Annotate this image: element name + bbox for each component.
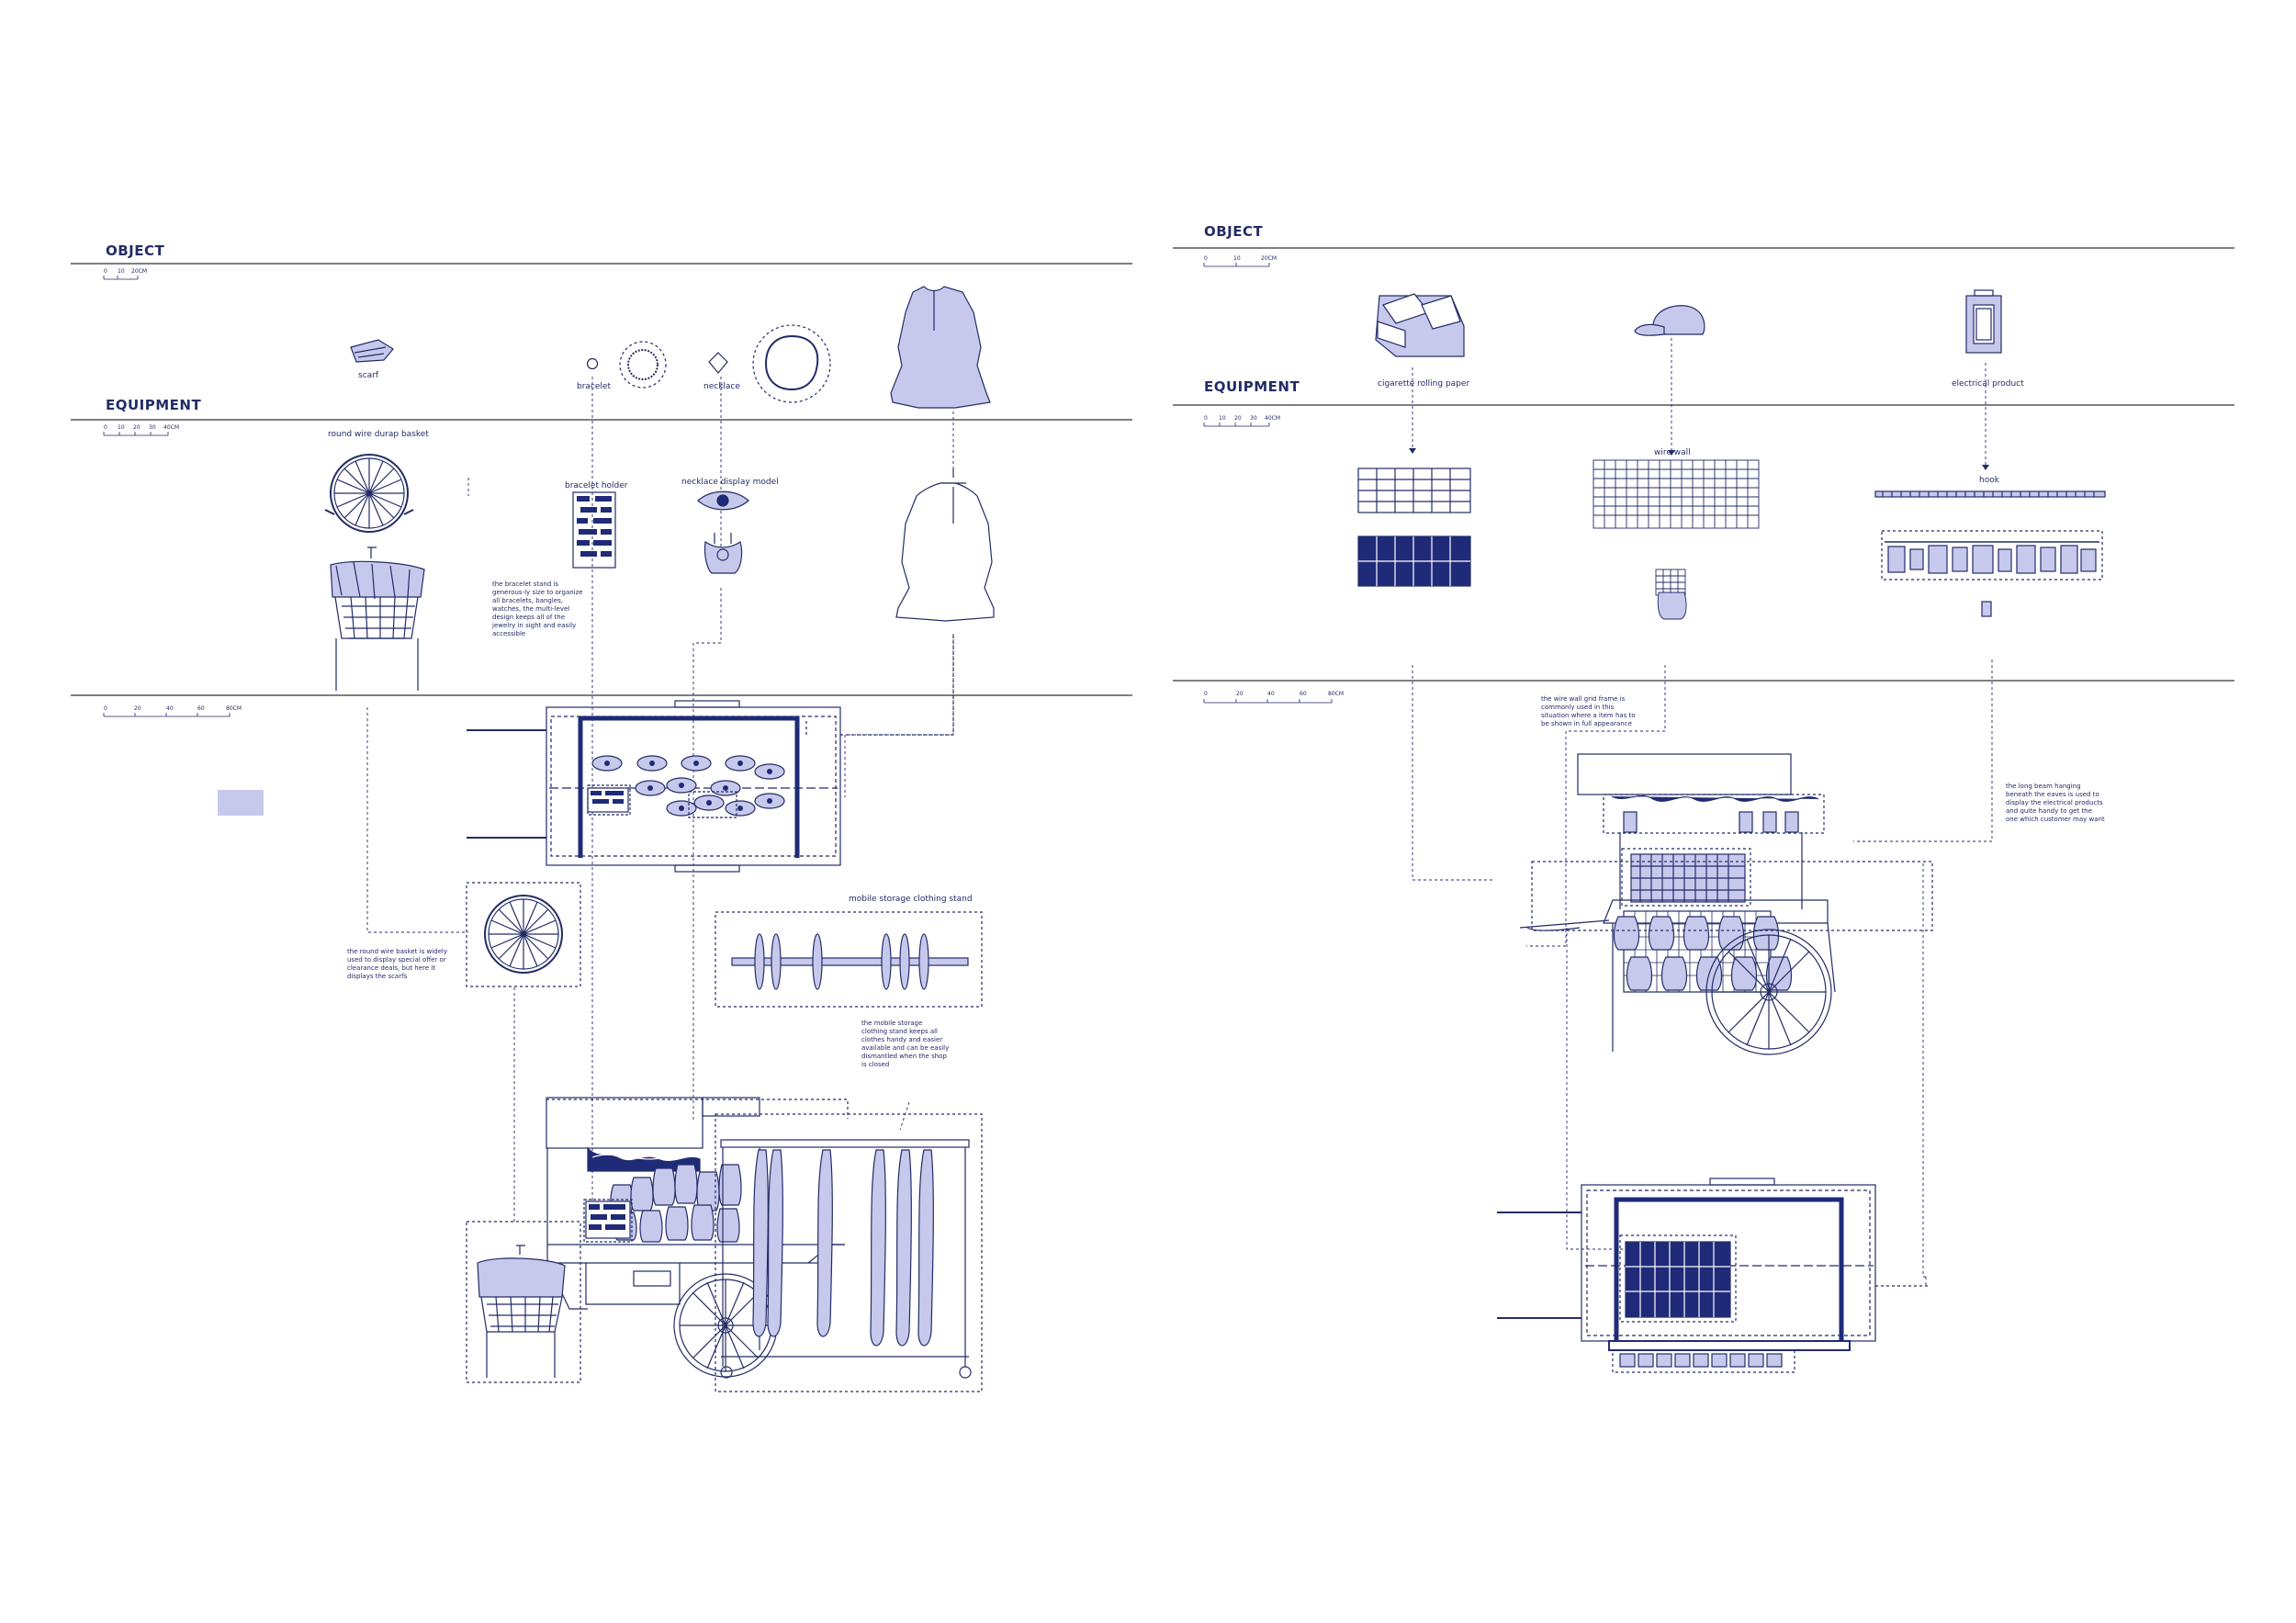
left-scale-plan-4: 80CM — [226, 705, 242, 712]
right-scale-eq-4: 40CM — [1265, 415, 1281, 422]
cigarette-paper-icon — [1375, 293, 1465, 357]
bracelet-holder-icon — [572, 491, 616, 569]
right-scale-plan-0: 0 — [1204, 691, 1208, 697]
necklace-model-icon — [697, 490, 749, 574]
left-scale-object-0: 0 — [104, 268, 107, 275]
wire-basket-top-icon — [324, 454, 414, 533]
left-scale-eq-4: 40CM — [163, 424, 180, 431]
label-clothing-stand: mobile storage clothing stand — [849, 895, 973, 904]
right-scale-plan-4: 80CM — [1328, 691, 1345, 697]
left-scale-plan-3: 60 — [197, 705, 205, 712]
left-scale-eq-3: 30 — [149, 424, 156, 431]
right-scale-eq-1: 10 — [1219, 415, 1226, 422]
label-necklace: necklace — [703, 382, 740, 391]
label-scarf: scarf — [358, 371, 379, 380]
hook-bar-icon — [1874, 490, 2106, 617]
left-scale-eq-0: 0 — [104, 424, 107, 431]
scarf-icon — [350, 339, 394, 363]
dress-icon — [890, 286, 991, 409]
note-stand: the mobile storage clothing stand keeps … — [861, 1020, 950, 1068]
basket-top-view-box — [466, 882, 581, 987]
note-basket: the round wire basket is widely used to … — [347, 948, 447, 980]
bracelet-icon — [586, 341, 667, 389]
label-rolling-paper: cigarette rolling paper — [1378, 379, 1470, 389]
left-scale-object-2: 20CM — [131, 268, 148, 275]
left-cart-plan — [467, 634, 954, 873]
right-divider-lines — [1173, 247, 2234, 682]
left-scale-bars — [103, 276, 231, 717]
basket-with-scarves-icon — [330, 547, 425, 691]
label-bracelet-holder: bracelet holder — [565, 481, 628, 490]
note-bracelet: the bracelet stand is generous-ly size t… — [492, 580, 583, 637]
clothing-stand-top-view — [715, 911, 983, 1008]
right-scale-eq-0: 0 — [1204, 415, 1208, 422]
left-connector-lines — [366, 377, 954, 1222]
left-scale-plan-1: 20 — [134, 705, 141, 712]
right-object-heading: OBJECT — [1204, 223, 1264, 240]
note-hook: the long beam hanging beneath the eaves … — [2006, 783, 2105, 823]
note-wire-wall: the wire wall grid frame is commonly use… — [1541, 695, 1636, 727]
cap-icon — [1634, 305, 1705, 336]
right-cart-elevation — [1519, 753, 1933, 1055]
left-scale-object-1: 10 — [118, 268, 125, 275]
right-cart-plan — [1497, 1178, 1928, 1373]
label-necklace-model: necklace display model — [681, 478, 779, 487]
left-scale-plan-2: 40 — [166, 705, 174, 712]
dress-on-hanger-icon — [895, 468, 995, 622]
right-scale-bars — [1203, 263, 1333, 704]
label-electrical: electrical product — [1952, 379, 2024, 389]
label-hook: hook — [1979, 476, 1999, 485]
left-cart-elevation — [546, 1097, 849, 1378]
basket-elevation-box — [466, 1221, 581, 1383]
cigarette-grid-icon — [1357, 468, 1471, 587]
right-scale-eq-2: 20 — [1234, 415, 1242, 422]
right-scale-object-0: 0 — [1204, 255, 1208, 262]
right-scale-object-1: 10 — [1233, 255, 1241, 262]
left-scale-eq-1: 10 — [118, 424, 125, 431]
wire-wall-grid-icon — [1593, 459, 1760, 620]
clothing-stand-elevation — [715, 1113, 983, 1392]
electrical-product-icon — [1965, 289, 2002, 354]
left-divider-lines — [71, 263, 1132, 696]
right-scale-plan-3: 60 — [1300, 691, 1307, 697]
left-equipment-heading: EQUIPMENT — [106, 397, 202, 413]
right-scale-eq-3: 30 — [1250, 415, 1257, 422]
right-scale-plan-1: 20 — [1236, 691, 1244, 697]
label-basket: round wire durap basket — [328, 430, 429, 439]
left-scale-plan-0: 0 — [104, 705, 107, 712]
legend-swatch — [218, 790, 264, 816]
right-equipment-heading: EQUIPMENT — [1204, 378, 1300, 395]
right-scale-plan-2: 40 — [1267, 691, 1275, 697]
left-object-heading: OBJECT — [106, 242, 165, 259]
left-scale-eq-2: 20 — [133, 424, 141, 431]
right-scale-object-2: 20CM — [1261, 255, 1277, 262]
right-connector-lines — [1412, 338, 1993, 1286]
right-connector-arrows — [1409, 448, 1989, 470]
label-bracelet: bracelet — [577, 382, 611, 391]
necklace-icon — [708, 324, 831, 403]
